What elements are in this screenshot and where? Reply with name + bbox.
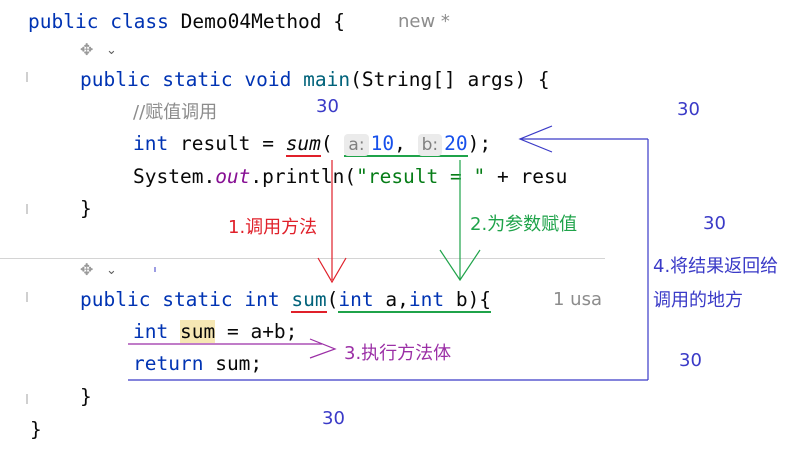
class-name: Demo04Method — [180, 10, 322, 33]
keyword-public: public — [80, 68, 151, 91]
method-separator — [0, 258, 605, 259]
call-line: int result = sum( a:10, b:20); — [133, 132, 492, 157]
author-hint[interactable]: new * — [398, 11, 450, 32]
value-label-bottom: 30 — [322, 408, 345, 429]
ai-assistant-icon[interactable]: ✥ — [80, 260, 94, 279]
step2-label: 2.为参数赋值 — [470, 214, 578, 235]
sum-method-signature: public static int sum(int a,int b){ — [80, 288, 492, 313]
brace: } — [30, 418, 42, 441]
keyword-int: int — [133, 320, 169, 343]
step3-arrow — [309, 338, 337, 359]
keyword-static: static — [162, 288, 233, 311]
gutter-marker — [26, 204, 28, 214]
keyword-int: int — [133, 132, 169, 155]
method-name-sum: sum — [291, 288, 327, 313]
value-label-top: 30 — [316, 96, 339, 117]
arg-b: 20 — [444, 132, 468, 155]
println-call: .println( — [250, 165, 357, 188]
step3-label: 3.执行方法体 — [344, 343, 452, 364]
param-type-b: int — [408, 288, 445, 311]
param-type-a: int — [338, 288, 374, 311]
step4-label-line2: 调用的地方 — [653, 290, 743, 311]
value-label-right-mid: 30 — [703, 213, 726, 234]
ai-assistant-icon[interactable]: ✥ — [80, 40, 94, 59]
param-hint-a: a: — [344, 134, 369, 156]
class-declaration: public class Demo04Method { — [28, 10, 345, 34]
keyword-static: static — [162, 68, 233, 91]
keyword-public: public — [80, 288, 151, 311]
keyword-return: return — [133, 352, 204, 375]
step1-arrowhead — [317, 257, 347, 284]
gutter-marker — [26, 292, 28, 302]
value-label-right-bottom: 30 — [679, 350, 702, 371]
main-close-brace: } — [80, 197, 92, 221]
return-expr: sum; — [215, 352, 263, 375]
param-hint-b: b: — [417, 134, 443, 156]
chevron-down-icon[interactable]: ⌄ — [106, 43, 117, 58]
keyword-int: int — [244, 288, 280, 311]
sum-expr: = a+b; — [226, 320, 298, 343]
param-b: b){ — [455, 288, 492, 311]
step1-label: 1.调用方法 — [228, 217, 318, 238]
param-a: a, — [385, 288, 409, 311]
brace: } — [80, 385, 92, 408]
gutter-marker — [26, 72, 28, 82]
class-open-brace: { — [333, 10, 346, 33]
main-params: (String[] args) { — [350, 68, 550, 91]
call-sum: sum — [285, 132, 321, 157]
chevron-down-icon[interactable]: ⌄ — [106, 263, 117, 278]
var-sum: sum — [179, 320, 216, 343]
method-name-main: main — [303, 68, 351, 91]
keyword-void: void — [244, 68, 292, 91]
usages-hint[interactable]: 1 usa — [553, 289, 602, 310]
arg-a: 10 — [370, 132, 395, 155]
sum-body-line: int sum = a+b; — [133, 320, 297, 344]
print-rest: + resu — [496, 165, 568, 188]
string-literal: "result = " — [356, 165, 486, 188]
step4-arrowhead — [518, 125, 553, 153]
system-class: System. — [133, 165, 216, 188]
sum-open-paren: ( — [326, 288, 339, 311]
sum-close-brace: } — [80, 385, 92, 409]
var-result: result — [179, 132, 251, 155]
step4-label-line1: 4.将结果返回给 — [653, 256, 779, 277]
value-label-right-top: 30 — [677, 99, 700, 120]
class-close-brace: } — [30, 418, 42, 442]
arg-comma: , — [394, 132, 406, 155]
keyword-class: class — [110, 10, 169, 33]
print-line: System.out.println("result = " + resu — [133, 165, 567, 189]
brace: } — [80, 197, 92, 220]
main-method-signature: public static void main(String[] args) { — [80, 68, 550, 92]
assign-op: = — [262, 132, 274, 155]
out-field: out — [215, 165, 251, 188]
call-close: ); — [467, 132, 492, 155]
comment-line: //赋值调用 — [133, 100, 217, 125]
comment-text: //赋值调用 — [133, 102, 218, 123]
call-open-paren: ( — [320, 132, 333, 155]
step2-arrowhead — [439, 249, 481, 282]
gutter-marker — [26, 394, 28, 404]
keyword-public: public — [28, 10, 99, 33]
return-line: return sum; — [133, 352, 262, 376]
